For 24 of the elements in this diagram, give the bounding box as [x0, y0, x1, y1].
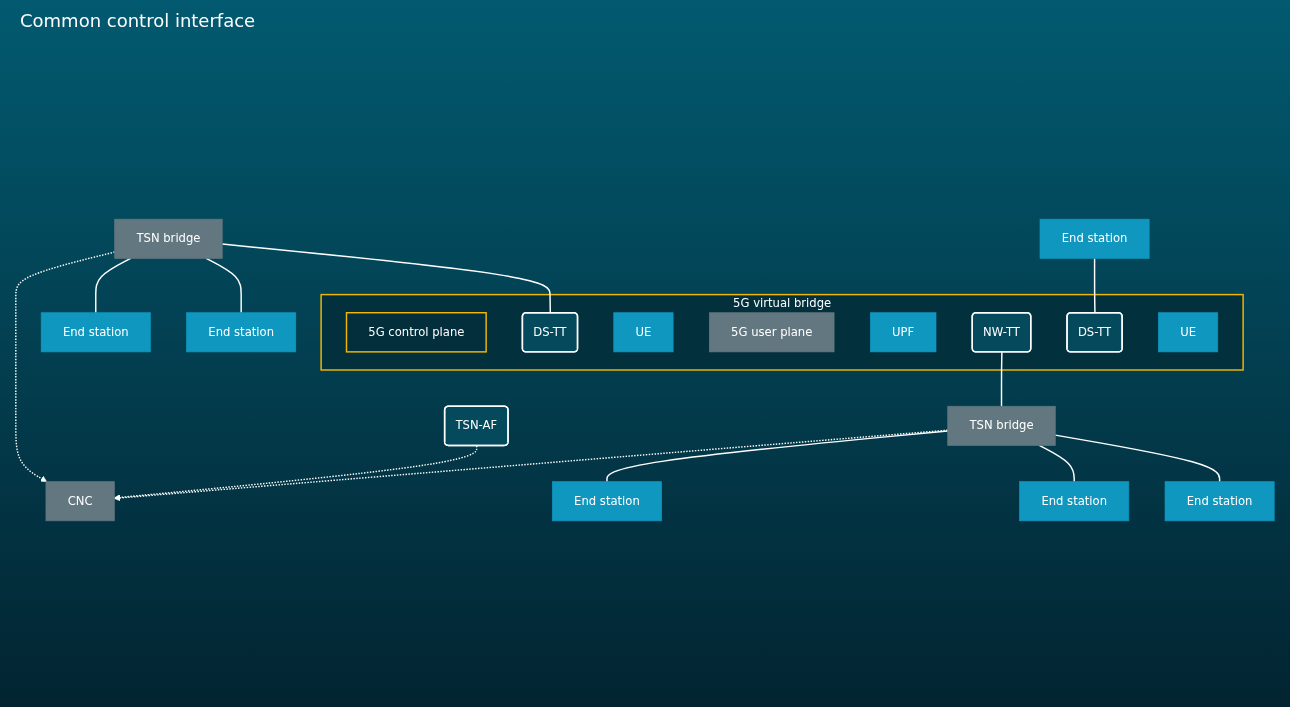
node-box: UPF	[869, 312, 937, 353]
connector	[205, 257, 242, 314]
node-box: End station	[1039, 218, 1150, 259]
node-box: End station	[1019, 481, 1130, 522]
connector	[1054, 434, 1221, 483]
connector	[1000, 351, 1003, 407]
connector	[1038, 444, 1075, 483]
node-box: TSN bridge	[114, 218, 223, 259]
node-box: 5G user plane	[709, 312, 835, 353]
annotation-text: Common control interface	[20, 10, 256, 31]
node-box: UE	[1158, 312, 1219, 353]
node-box: UE	[613, 312, 674, 353]
node-box: TSN bridge	[947, 405, 1056, 446]
connector	[1093, 257, 1096, 314]
node-box: End station	[186, 312, 297, 353]
connector	[221, 243, 552, 314]
node-box: CNC	[45, 481, 115, 522]
node-box: End station	[552, 481, 662, 522]
connector	[606, 430, 949, 483]
node-box: End station	[40, 312, 151, 353]
connector	[95, 257, 132, 314]
node-box: End station	[1164, 481, 1275, 522]
node-box: 5G control plane	[345, 312, 487, 353]
arrow	[114, 429, 949, 502]
